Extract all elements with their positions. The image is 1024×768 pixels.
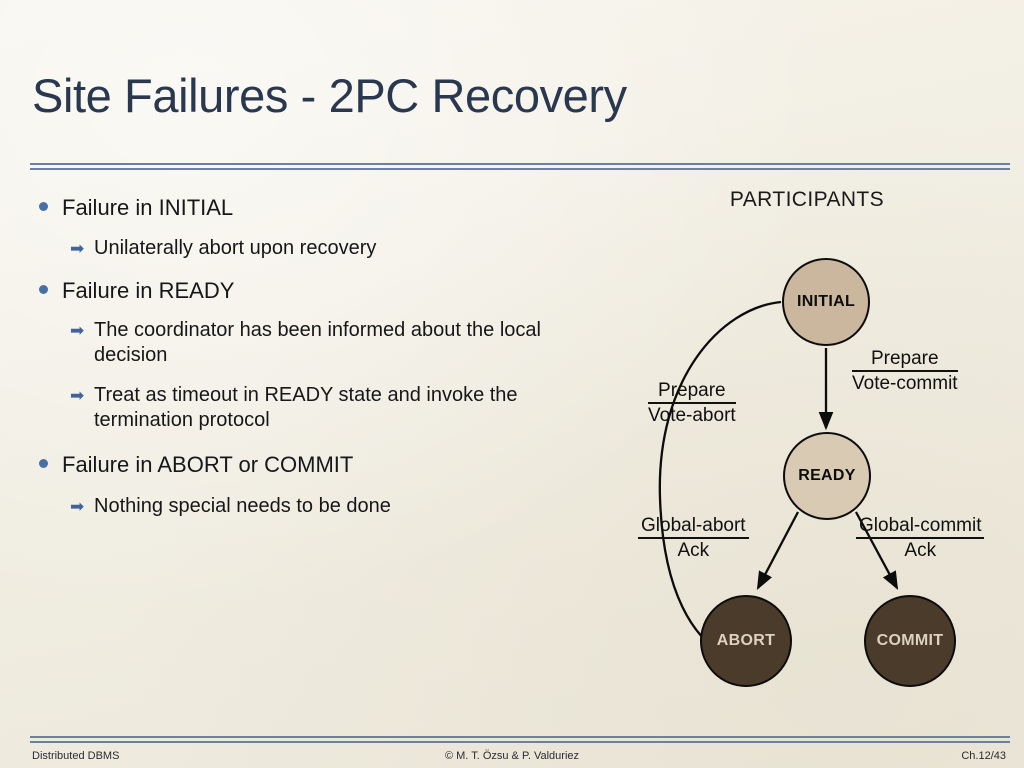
sub-bullet-unilaterally-abort: ➡ Unilaterally abort upon recovery (30, 236, 590, 261)
footer-copyright-label: © M. T. Özsu & P. Valduriez (444, 750, 580, 762)
state-node-ready: READY (783, 432, 871, 520)
edge-label-global-commit-ack: Global-commit Ack (856, 515, 985, 562)
edge-ready-to-commit (854, 511, 899, 591)
arrow-right-icon: ➡ (70, 385, 85, 405)
state-node-abort: ABORT (700, 595, 792, 687)
bullet-item-failure-ready: Failure in READY (30, 277, 590, 305)
bullet-dot-icon (39, 202, 48, 211)
bullet-label: Failure in INITIAL (62, 195, 234, 220)
sub-bullet-coordinator-informed: ➡ The coordinator has been informed abou… (30, 318, 590, 368)
edge-label-received: Prepare (852, 348, 958, 373)
edge-label-prepare-vote-commit: Prepare Vote-commit (852, 348, 958, 395)
bullet-list: Failure in INITIAL ➡ Unilaterally abort … (30, 194, 590, 526)
edge-label-received: Global-abort (638, 515, 749, 540)
state-node-label: INITIAL (796, 293, 856, 310)
state-node-commit: COMMIT (864, 595, 956, 687)
state-node-label: ABORT (716, 632, 776, 649)
participants-state-diagram: PARTICIPANTS INITIAL READY ABORT (600, 180, 1024, 700)
state-node-label: COMMIT (876, 632, 944, 649)
footer-source-label: Distributed DBMS (32, 750, 120, 762)
diagram-heading: PARTICIPANTS (729, 188, 885, 211)
footer-page-number: Ch.12/43 (961, 750, 1006, 762)
edge-label-sent: Ack (904, 540, 937, 562)
footer-divider-line-bottom (30, 741, 1010, 743)
edge-ready-to-abort (756, 511, 800, 591)
footer-divider-line-top (30, 736, 1010, 738)
sub-bullet-treat-as-timeout: ➡ Treat as timeout in READY state and in… (30, 383, 590, 433)
page-title: Site Failures - 2PC Recovery (32, 69, 627, 122)
edge-label-global-abort-ack: Global-abort Ack (638, 515, 749, 562)
edge-label-prepare-vote-abort: Prepare Vote-abort (648, 380, 736, 427)
edge-label-sent: Ack (677, 540, 710, 562)
sub-bullet-label: Unilaterally abort upon recovery (94, 236, 377, 259)
edge-label-sent: Vote-abort (648, 405, 736, 427)
header-divider-line-top (30, 163, 1010, 165)
bullet-item-failure-initial: Failure in INITIAL (30, 194, 590, 222)
arrow-right-icon: ➡ (70, 497, 85, 517)
sub-bullet-label: Nothing special needs to be done (94, 495, 391, 518)
sub-bullet-nothing-special: ➡ Nothing special needs to be done (30, 494, 590, 519)
state-node-initial: INITIAL (782, 258, 870, 346)
edge-label-received: Global-commit (856, 515, 985, 540)
edge-label-received: Prepare (648, 380, 736, 405)
bullet-label: Failure in ABORT or COMMIT (62, 451, 354, 477)
footer-divider (30, 736, 1010, 743)
sub-bullet-label: The coordinator has been informed about … (94, 319, 541, 367)
bullet-label: Failure in READY (62, 277, 235, 303)
state-node-label: READY (798, 467, 856, 484)
sub-bullet-label: Treat as timeout in READY state and invo… (94, 383, 518, 431)
header-divider (30, 163, 1010, 170)
edge-label-sent: Vote-commit (852, 373, 958, 395)
edge-initial-to-abort (658, 300, 782, 661)
bullet-item-failure-abort-commit: Failure in ABORT or COMMIT (30, 451, 590, 479)
arrow-right-icon: ➡ (70, 238, 85, 258)
bullet-dot-icon (39, 284, 48, 294)
arrow-right-icon: ➡ (70, 321, 85, 341)
state-diagram-edges (658, 300, 899, 661)
bullet-dot-icon (39, 458, 48, 468)
header-divider-line-bottom (30, 168, 1010, 170)
